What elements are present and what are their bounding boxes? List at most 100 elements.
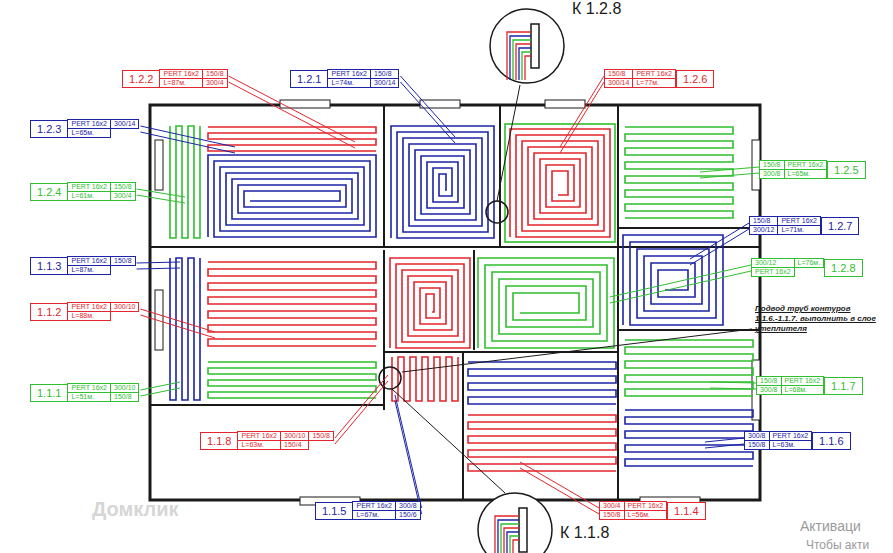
leader-line <box>610 271 751 303</box>
leader-line <box>395 395 422 508</box>
pipe-detail <box>510 36 531 80</box>
callout-number: 1.2.7 <box>821 217 859 235</box>
pipe-spec: 300/4 <box>110 191 136 201</box>
leader-line <box>690 229 749 265</box>
watermark: Домклик <box>92 498 179 521</box>
window <box>155 140 163 190</box>
window <box>545 100 585 108</box>
detail-title: К 1.1.8 <box>560 524 609 542</box>
callout-number: 1.2.4 <box>30 183 68 201</box>
pipe-spec: 300/14 <box>110 119 139 129</box>
callout-box: 1.2.6150/8300/14PERT 16x2L=77м. <box>605 70 714 88</box>
heating-loop <box>391 126 494 238</box>
callout-number: 1.1.3 <box>30 257 68 275</box>
spec-grid: PERT 16x2L=67м.300/8150/6 <box>353 502 420 520</box>
pipe-spec: L=63м. <box>237 440 281 450</box>
pipe-spec: 150/4 <box>280 440 309 450</box>
installation-note: Подвод труб контуров 1.1.6.-1.1.7. выпол… <box>755 304 887 334</box>
pipe-spec: PERT 16x2 <box>751 267 795 277</box>
heating-loop <box>478 258 614 348</box>
pipe-detail <box>525 56 531 80</box>
spec-grid: PERT 16x2L=51м.300/10150/8 <box>68 384 139 402</box>
leader-line <box>560 82 604 153</box>
callout-box: 1.1.4300/4150/8PERT 16x2L=56м. <box>600 502 706 520</box>
detail-circle <box>478 493 552 553</box>
callout-number: 1.1.8 <box>200 432 238 450</box>
leader-line <box>705 444 744 448</box>
leader-line <box>400 82 455 143</box>
pipe-spec: 300/14 <box>370 78 399 88</box>
leader-line <box>710 388 756 389</box>
leader-line <box>229 82 355 148</box>
callout-number: 1.2.1 <box>290 70 328 88</box>
manifold <box>486 201 508 223</box>
callout-box: 1.1.1PERT 16x2L=51м.300/10150/8 <box>30 384 139 402</box>
pipe-detail <box>522 52 531 80</box>
callout-number: 1.1.5 <box>315 502 353 520</box>
heating-loop <box>392 357 458 401</box>
leader-line <box>400 76 455 137</box>
callout-box: 1.2.1PERT 16x2L=74м.150/8300/14 <box>290 70 399 88</box>
callout-number: 1.1.6 <box>812 432 850 450</box>
outer-wall <box>150 105 760 500</box>
detail-circle <box>490 9 564 83</box>
pipe-detail <box>510 536 519 553</box>
wall <box>150 404 384 406</box>
pipe-detail <box>504 528 519 553</box>
spec-grid: PERT 16x2L=74м.150/8300/14 <box>328 70 399 88</box>
leader-line <box>705 438 744 442</box>
pipe-spec: L=74м. <box>327 78 371 88</box>
pipe-spec: 300/4 <box>202 78 228 88</box>
callout-box: 1.2.7150/8300/12PERT 16x2L=71м. <box>750 217 859 235</box>
leader-line <box>520 468 599 514</box>
detail-title: К 1.2.8 <box>572 0 621 18</box>
callout-box: 1.2.3PERT 16x2L=65м.300/14 <box>30 120 139 138</box>
pipe-spec: L=71м. <box>777 225 821 235</box>
leader-line <box>140 126 235 147</box>
callout-box: 1.2.8300/12PERT 16x2L=76м. <box>752 259 863 277</box>
pipe-spec: L=67м. <box>352 510 396 520</box>
callout-box: 1.2.2PERT 16x2L=87м.150/8300/4 <box>122 70 228 88</box>
heating-loop <box>625 340 753 396</box>
pipe-detail <box>513 540 519 553</box>
leader-line <box>140 309 215 332</box>
leader-line <box>140 388 180 396</box>
pipe-detail <box>501 524 519 553</box>
pipe-detail <box>519 48 531 80</box>
watermark: Чтобы акти <box>806 538 869 552</box>
leader-line <box>140 315 215 338</box>
pipe-spec: L=51м. <box>67 392 111 402</box>
pipe-spec: L=65м. <box>784 169 828 179</box>
leader-line <box>335 381 388 444</box>
spec-grid: 150/8300/14PERT 16x2L=77м. <box>605 70 676 88</box>
heating-loop <box>468 415 616 471</box>
leader-line <box>335 375 388 438</box>
note-pointer <box>402 329 752 372</box>
callout-number: 1.1.4 <box>667 502 705 520</box>
callout-number: 1.2.2 <box>122 70 160 88</box>
pipe-detail <box>513 40 531 80</box>
pipe-spec: L=76м. <box>794 258 825 268</box>
pipe-detail <box>498 520 519 553</box>
pipe-detail <box>516 44 531 80</box>
manifold <box>379 367 401 389</box>
leader-line <box>137 195 185 203</box>
callout-number: 1.2.5 <box>827 161 865 179</box>
callout-number: 1.2.3 <box>30 120 68 138</box>
pipe-spec: 150/8 <box>110 256 136 266</box>
wall <box>462 352 464 500</box>
callout-box: 1.1.3PERT 16x2L=87м.150/8 <box>30 257 136 275</box>
leader-line <box>610 265 751 297</box>
callout-number: 1.1.7 <box>824 377 862 395</box>
callout-box: 1.1.8PERT 16x2L=63м.300/10150/4150/8 <box>200 432 334 450</box>
leader-line <box>395 401 422 514</box>
pipe-spec: 150/8 <box>599 510 625 520</box>
wall <box>617 105 619 500</box>
callout-box: 1.1.6300/8150/8PERT 16x2L=63м. <box>745 432 851 450</box>
pipe-spec: 300/10 <box>110 302 139 312</box>
spec-grid: 150/8300/8PERT 16x2L=65м. <box>760 161 827 179</box>
leader-line <box>140 132 235 153</box>
heating-loop <box>170 126 200 238</box>
leader-line <box>710 382 756 383</box>
wall <box>383 105 385 247</box>
